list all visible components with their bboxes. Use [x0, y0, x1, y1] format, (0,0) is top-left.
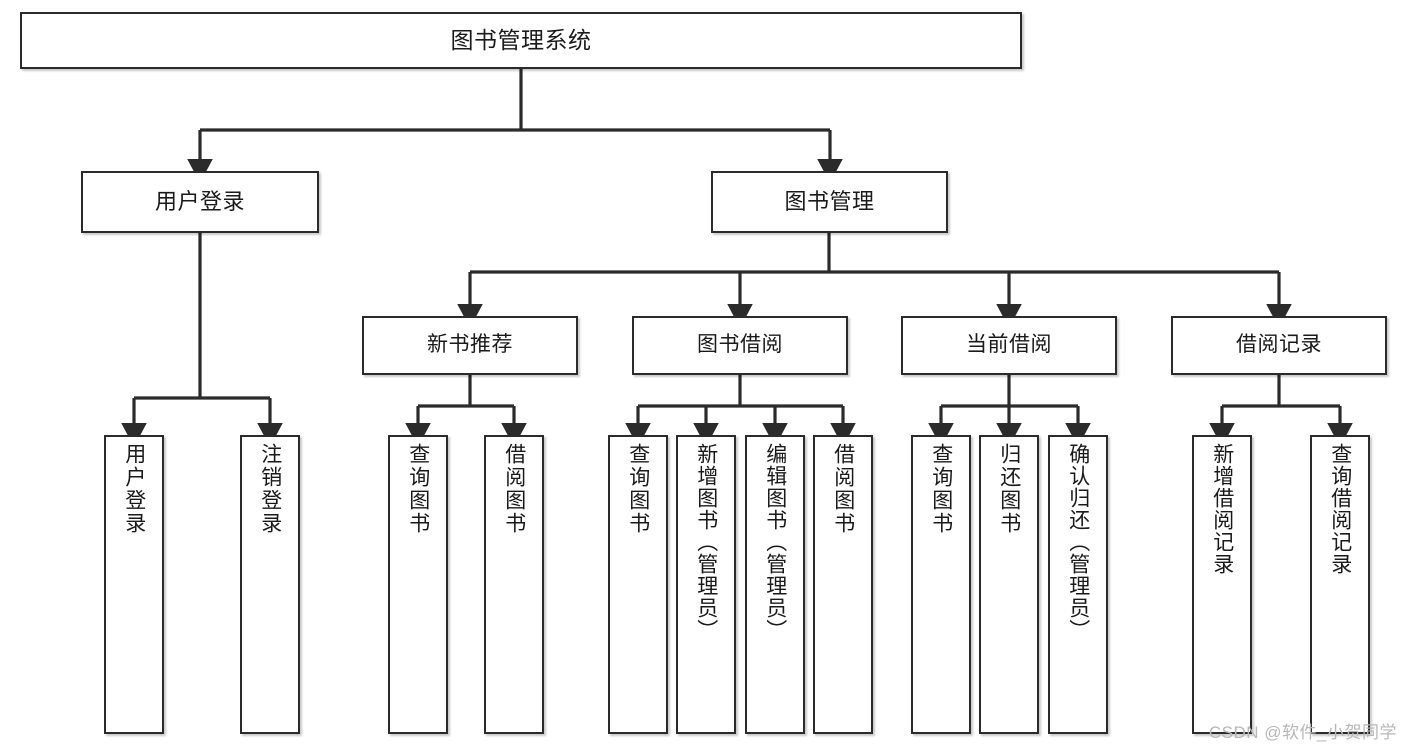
- node-label: 借阅记录: [1236, 333, 1322, 357]
- node-user-login[interactable]: 用户登录: [81, 171, 319, 233]
- node-leaf-query-book-newbook[interactable]: 查询图书: [388, 435, 448, 734]
- node-label: 新增图书（管理员）: [694, 443, 718, 641]
- node-leaf-query-book-borrow[interactable]: 查询图书: [608, 435, 668, 734]
- node-label: 注销登录: [258, 443, 282, 535]
- node-label: 图书管理系统: [450, 27, 592, 54]
- node-borrow-record[interactable]: 借阅记录: [1171, 316, 1387, 375]
- node-label: 借阅图书: [502, 443, 526, 535]
- node-leaf-edit-book-admin[interactable]: 编辑图书（管理员）: [745, 435, 805, 734]
- node-root-system[interactable]: 图书管理系统: [20, 12, 1022, 69]
- node-leaf-borrow-book-newbook[interactable]: 借阅图书: [484, 435, 544, 734]
- node-label: 图书借阅: [697, 333, 783, 357]
- node-leaf-add-borrow-record[interactable]: 新增借阅记录: [1192, 435, 1252, 734]
- node-label: 查询借阅记录: [1328, 443, 1352, 575]
- node-label: 借阅图书: [831, 443, 855, 535]
- node-leaf-confirm-return-admin[interactable]: 确认归还（管理员）: [1048, 435, 1108, 734]
- node-label: 用户登录: [154, 189, 245, 215]
- node-leaf-return-book[interactable]: 归还图书: [979, 435, 1039, 734]
- node-label: 归还图书: [997, 443, 1021, 535]
- node-leaf-user-login[interactable]: 用户登录: [104, 435, 164, 734]
- watermark: CSDN @软件_小贺同学: [1208, 723, 1397, 742]
- node-label: 新增借阅记录: [1210, 443, 1234, 575]
- node-leaf-logout[interactable]: 注销登录: [240, 435, 300, 734]
- node-label: 确认归还（管理员）: [1066, 443, 1090, 641]
- node-book-management[interactable]: 图书管理: [711, 171, 948, 233]
- node-label: 查询图书: [929, 443, 953, 535]
- node-book-borrow[interactable]: 图书借阅: [632, 316, 848, 375]
- node-label: 用户登录: [122, 443, 146, 535]
- node-leaf-borrow-book[interactable]: 借阅图书: [813, 435, 873, 734]
- node-leaf-query-book-current[interactable]: 查询图书: [911, 435, 971, 734]
- node-label: 编辑图书（管理员）: [763, 443, 787, 641]
- node-label: 查询图书: [626, 443, 650, 535]
- node-label: 当前借阅: [966, 333, 1052, 357]
- node-leaf-query-borrow-record[interactable]: 查询借阅记录: [1310, 435, 1370, 734]
- node-new-book-recommend[interactable]: 新书推荐: [362, 316, 578, 375]
- node-current-borrow[interactable]: 当前借阅: [901, 316, 1117, 375]
- node-label: 新书推荐: [427, 333, 513, 357]
- node-leaf-add-book-admin[interactable]: 新增图书（管理员）: [676, 435, 736, 734]
- node-label: 查询图书: [406, 443, 430, 535]
- node-label: 图书管理: [784, 189, 875, 215]
